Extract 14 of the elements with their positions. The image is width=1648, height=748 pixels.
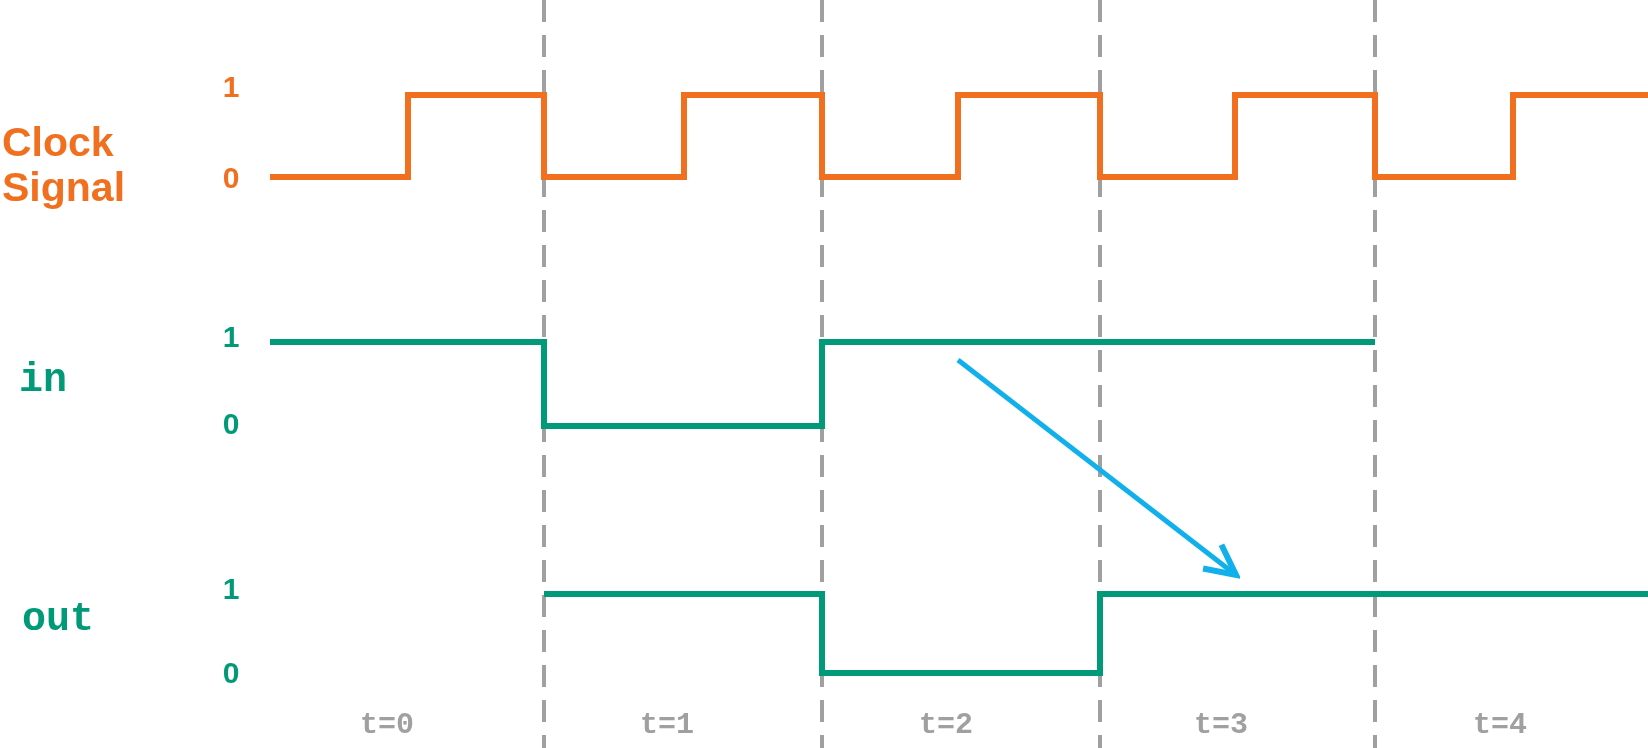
logic-level-label: 1 [222,319,240,353]
logic-level-label: 1 [222,69,240,103]
signal-name: Clock Signal [2,119,127,211]
logic-level-label: 1 [222,571,240,605]
signal-name: out [22,598,94,642]
time-step-label: t=1 [640,708,694,742]
time-step-label: t=4 [1473,708,1527,742]
logic-level-label: 0 [222,160,240,194]
logic-level-label: 0 [222,655,240,689]
time-step-label: t=3 [1194,708,1248,742]
signal-name: in [19,359,67,403]
time-step-label: t=2 [919,708,973,742]
logic-level-label: 0 [222,406,240,440]
time-step-label: t=0 [360,708,414,742]
